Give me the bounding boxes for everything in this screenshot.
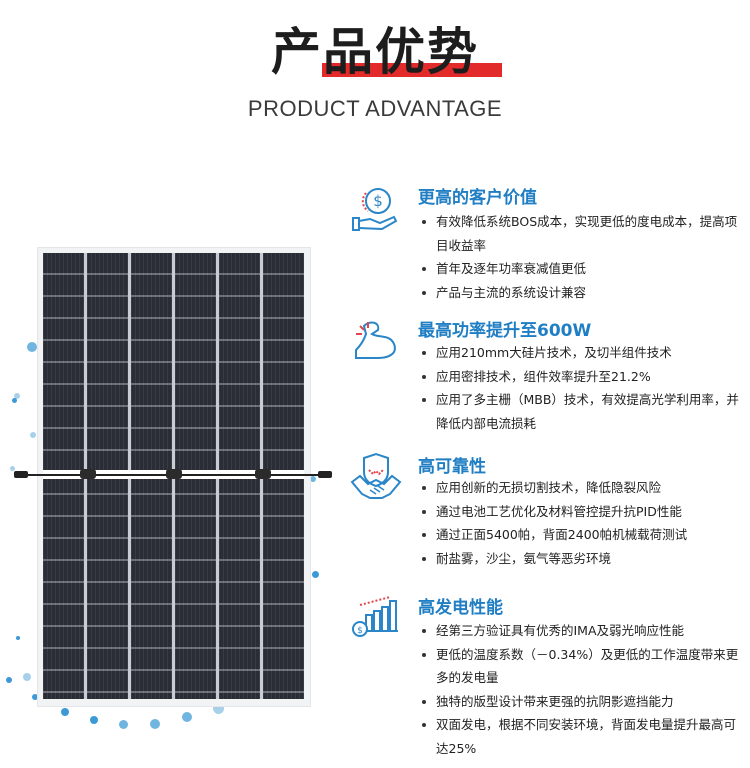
bullet-item: 耐盐雾，沙尘，氨气等恶劣环境 — [422, 547, 742, 571]
bullet-item: 有效降低系统BOS成本，实现更低的度电成本，提高项目收益率 — [422, 210, 742, 257]
title-block: 产品优势 — [0, 22, 750, 82]
feature-title: 高可靠性 — [418, 457, 486, 477]
feature-title: 高发电性能 — [418, 598, 503, 618]
junction-box — [80, 469, 96, 479]
bullet-item: 更低的温度系数（－0.34%）及更低的工作温度带来更多的发电量 — [422, 643, 742, 690]
junction-box — [255, 469, 271, 479]
bullet-item: 应用创新的无损切割技术，降低隐裂风险 — [422, 476, 742, 500]
bullet-item: 应用了多主栅（MBB）技术，有效提高光学利用率，并降低内部电流损耗 — [422, 388, 742, 435]
connector-right — [318, 471, 332, 478]
bullet-item: 独特的版型设计带来更强的抗阴影遮挡能力 — [422, 690, 742, 714]
growth-bars-coin-icon: $ — [352, 596, 398, 637]
shield-handshake-icon — [350, 452, 402, 499]
bullet-item: 首年及逐年功率衰减值更低 — [422, 257, 742, 281]
feature-title: 更高的客户价值 — [418, 188, 537, 208]
flexed-arm-icon — [355, 321, 396, 359]
svg-text:$: $ — [373, 192, 383, 210]
bullet-item: 通过正面5400帕，背面2400帕机械载荷测试 — [422, 523, 742, 547]
feature-bullet-list: 应用210mm大硅片技术，及切半组件技术 应用密排技术，组件效率提升至21.2%… — [422, 341, 742, 435]
title-underline-bar — [322, 63, 502, 77]
bullet-item: 双面发电，根据不同安装环境，背面发电量提升最高可达25% — [422, 713, 742, 760]
bullet-item: 通过电池工艺优化及材料管控提升抗PID性能 — [422, 500, 742, 524]
junction-box — [166, 469, 182, 479]
svg-text:$: $ — [357, 626, 363, 636]
bullet-item: 应用210mm大硅片技术，及切半组件技术 — [422, 341, 742, 365]
page-subtitle: PRODUCT ADVANTAGE — [247, 96, 503, 121]
bullet-item: 产品与主流的系统设计兼容 — [422, 281, 742, 305]
bullet-item: 应用密排技术，组件效率提升至21.2% — [422, 365, 742, 389]
hand-coin-icon: $ — [352, 188, 398, 231]
feature-title: 最高功率提升至600W — [418, 321, 592, 341]
feature-bullet-list: 有效降低系统BOS成本，实现更低的度电成本，提高项目收益率 首年及逐年功率衰减值… — [422, 210, 742, 304]
page-title: 产品优势 — [271, 23, 479, 81]
bullet-item: 经第三方验证具有优秀的IMA及弱光响应性能 — [422, 619, 742, 643]
feature-bullet-list: 经第三方验证具有优秀的IMA及弱光响应性能 更低的温度系数（－0.34%）及更低… — [422, 619, 742, 760]
connector-left — [14, 471, 28, 478]
feature-bullet-list: 应用创新的无损切割技术，降低隐裂风险 通过电池工艺优化及材料管控提升抗PID性能… — [422, 476, 742, 570]
